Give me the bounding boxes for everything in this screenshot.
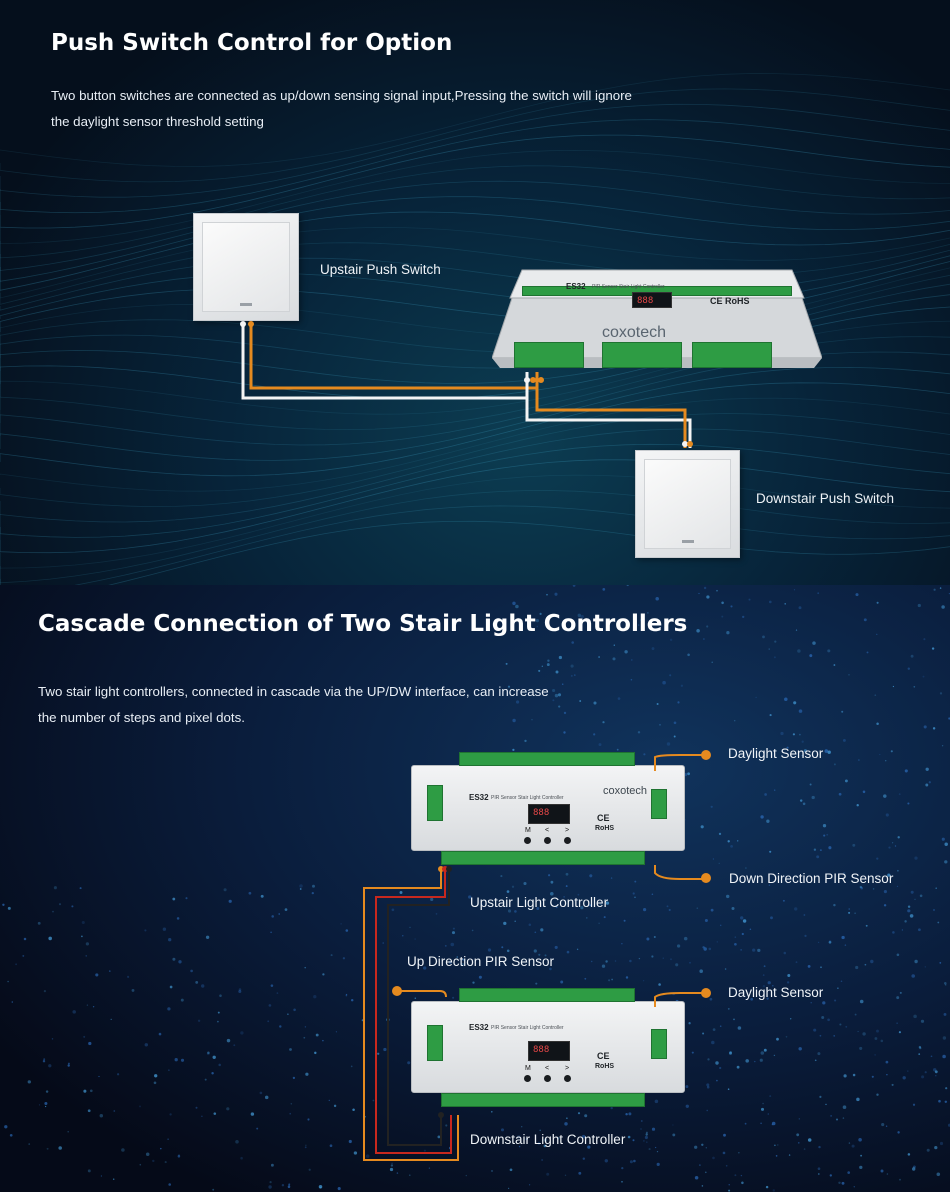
certification-mark: CE RoHS xyxy=(710,296,750,306)
terminal-block-3 xyxy=(692,342,772,368)
controller-name: PIR Sensor Stair Light Controller xyxy=(592,284,665,290)
controller-display: 888 xyxy=(528,1041,570,1061)
right-terminal-block xyxy=(651,789,667,819)
upstair-light-controller: ES32 PIR Sensor Stair Light Controller 8… xyxy=(411,749,685,867)
button-right xyxy=(564,837,571,844)
downstair-switch-label: Downstair Push Switch xyxy=(756,491,895,506)
switch-plate xyxy=(644,459,731,549)
push-switch-section: Push Switch Control for Option Two butto… xyxy=(0,0,950,585)
top-terminal-block xyxy=(459,752,635,766)
button-m xyxy=(524,1075,531,1082)
button-left xyxy=(544,837,551,844)
section2-desc-line1: Two stair light controllers, connected i… xyxy=(38,684,549,699)
section2-title: Cascade Connection of Two Stair Light Co… xyxy=(38,611,688,637)
daylight-sensor-label-2: Daylight Sensor xyxy=(728,985,824,1000)
daylight-sensor-label-1: Daylight Sensor xyxy=(728,746,824,761)
ce-mark: CE xyxy=(597,813,610,823)
switch-indicator xyxy=(240,303,252,306)
section2-description: Two stair light controllers, connected i… xyxy=(38,679,549,731)
btn-m-label: M xyxy=(525,1065,531,1072)
section1-desc-line1: Two button switches are connected as up/… xyxy=(51,88,632,103)
cascade-section: Cascade Connection of Two Stair Light Co… xyxy=(0,585,950,1192)
section2-desc-line2: the number of steps and pixel dots. xyxy=(38,710,245,725)
controller-model: ES32 xyxy=(469,793,489,802)
button-m xyxy=(524,837,531,844)
watermark: coxotech xyxy=(603,785,648,797)
watermark: coxotech xyxy=(602,324,667,341)
bottom-terminal-block xyxy=(441,1093,645,1107)
btn-right-label: > xyxy=(565,827,570,834)
right-terminal-block xyxy=(651,1029,667,1059)
upstair-switch-label: Upstair Push Switch xyxy=(320,262,441,277)
ce-mark: CE xyxy=(597,1051,610,1061)
switch-plate xyxy=(202,222,290,312)
left-terminal-block xyxy=(427,1025,443,1061)
upstair-controller-label: Upstair Light Controller xyxy=(470,895,609,910)
controller-name: PIR Sensor Stair Light Controller xyxy=(491,795,564,801)
btn-left-label: < xyxy=(545,827,550,834)
terminal-block-1 xyxy=(514,342,584,368)
bottom-terminal-block xyxy=(441,851,645,865)
controller-model: ES32 xyxy=(469,1023,489,1032)
top-terminal-block xyxy=(459,988,635,1002)
section1-title: Push Switch Control for Option xyxy=(51,30,453,56)
left-terminal-block xyxy=(427,785,443,821)
rohs-mark: RoHS xyxy=(595,1063,615,1070)
controller-display: 888 xyxy=(528,804,570,824)
btn-left-label: < xyxy=(545,1065,550,1072)
button-left xyxy=(544,1075,551,1082)
rohs-mark: RoHS xyxy=(595,825,615,832)
up-pir-sensor-label: Up Direction PIR Sensor xyxy=(407,954,555,969)
switch-indicator xyxy=(681,540,694,543)
controller-name: PIR Sensor Stair Light Controller xyxy=(491,1025,564,1031)
button-right xyxy=(564,1075,571,1082)
btn-right-label: > xyxy=(565,1065,570,1072)
stair-light-controller: ES32 PIR Sensor Stair Light Controller 8… xyxy=(492,268,822,370)
downstair-push-switch xyxy=(635,450,740,558)
downstair-controller-label: Downstair Light Controller xyxy=(470,1132,626,1147)
btn-m-label: M xyxy=(525,827,531,834)
down-pir-sensor-label: Down Direction PIR Sensor xyxy=(729,871,894,886)
controller-display: 888 xyxy=(632,292,672,308)
downstair-light-controller: ES32 PIR Sensor Stair Light Controller 8… xyxy=(411,985,685,1111)
section1-desc-line2: the daylight sensor threshold setting xyxy=(51,114,264,129)
upstair-push-switch xyxy=(193,213,299,321)
section1-description: Two button switches are connected as up/… xyxy=(51,83,632,135)
controller-model: ES32 xyxy=(566,282,586,291)
terminal-block-2 xyxy=(602,342,682,368)
